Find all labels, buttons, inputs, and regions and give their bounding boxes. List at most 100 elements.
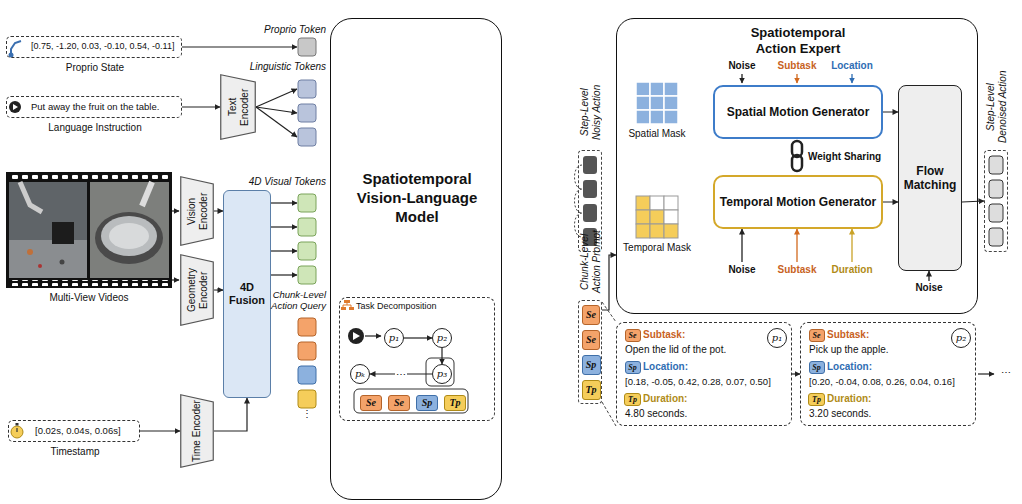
action-column: Step-Level Denoised Action (984, 150, 1008, 252)
edge-label: ⋯ (395, 369, 407, 380)
encoder-trapezoid: Text Encoder (220, 74, 256, 140)
group-outline (354, 389, 468, 413)
token (298, 218, 316, 236)
video-film (90, 182, 169, 278)
generator-box-text: Spatial Motion Generator (727, 105, 870, 119)
state-box-text: Proprio State (7, 62, 183, 74)
spatial-mask (636, 96, 650, 110)
state-box: [0.75, -1.20, 0.03, -0.10, 0.54, -0.11]P… (6, 36, 182, 58)
instruction-box-text: Language Instruction (7, 122, 183, 134)
temporal-mask (664, 224, 678, 238)
prompt-token-text: Se (394, 398, 404, 408)
prompt-detail-box: Subtask:Open the lid of the pot.Location… (616, 322, 792, 426)
input-arrow (796, 229, 797, 262)
timestamp-box-text: Timestamp (9, 446, 141, 458)
prompt-detail-box-text: [0.20, -0.04, 0.08, 0.26, 0.04, 0.16] (809, 376, 955, 387)
decomposition-box: Task Decompositionp₁p₂p₃pₖSeSeSpTp (339, 297, 495, 421)
generator-box-text: Temporal Motion Generator (720, 195, 876, 209)
prompt-token-text: Sp (422, 398, 433, 408)
spatial-mask (664, 96, 678, 110)
arrow-connector (182, 106, 220, 107)
arrow-connector (962, 200, 984, 202)
token (989, 156, 1003, 174)
annotation-label: Multi-View Videos (4, 292, 174, 304)
instruction-box: Put away the fruit on the table.Language… (6, 96, 182, 118)
action-column: Chunk-Level Action PromptSeSeSpTp (578, 300, 602, 404)
subtask-circle-text: p₂ (956, 333, 966, 343)
prompt-icon: Tp (808, 393, 825, 406)
connector-line (172, 279, 179, 280)
connector-line (268, 226, 297, 227)
spatial-mask (636, 82, 678, 124)
video-film (20, 182, 42, 212)
token (298, 242, 316, 260)
subtask-circle-text: p₁ (772, 333, 782, 343)
spatial-mask (650, 96, 664, 110)
prompt-detail-box-text: Location: (827, 361, 872, 373)
annotation-label: ⋮ (297, 408, 317, 420)
annotation-label: Proprio Token (216, 24, 326, 36)
connector-line (256, 107, 297, 137)
continuation-arrow (978, 373, 994, 374)
prompt-token: Se (582, 330, 600, 350)
arrow-connector (792, 373, 800, 374)
annotation-label: Duration (824, 264, 880, 276)
video-film (8, 174, 170, 180)
arrow-connector (404, 337, 432, 338)
prompt-detail-box-text: 4.80 seconds. (625, 408, 687, 420)
subtask-circle-text: pₖ (355, 369, 365, 379)
trapezoid-outline (181, 395, 214, 468)
arrow-connector (214, 398, 247, 431)
prompt-token: Se (360, 395, 382, 411)
video-film (8, 280, 170, 286)
prompt-detail-box-text: Subtask: (643, 329, 685, 341)
hierarchy-icon (343, 303, 351, 307)
arrow-connector (883, 201, 898, 202)
token (298, 366, 316, 384)
timestamp-box: [0.02s, 0.04s, 0.06s]Timestamp (8, 420, 140, 442)
robot-arm-icon (11, 41, 21, 55)
connector-line (268, 274, 297, 275)
prompt-detail-box-text: [0.18, -0.05, 0.42, 0.28, 0.07, 0.50] (625, 376, 771, 387)
token (583, 204, 597, 222)
temporal-mask (650, 210, 664, 224)
spatial-mask (650, 110, 664, 124)
token (298, 194, 316, 212)
prompt-detail-box-text: 3.20 seconds. (809, 408, 871, 420)
subtask-circle: p₂ (432, 328, 452, 348)
input-arrow (928, 271, 929, 281)
input-arrow (741, 74, 742, 83)
temporal-mask (664, 196, 678, 210)
model-box: Spatiotemporal Vision-Language ModelTask… (330, 18, 502, 500)
connector-line (256, 89, 297, 107)
annotation-label: Weight Sharing (808, 151, 898, 163)
prompt-detail-box-text: Duration: (827, 393, 871, 405)
prompt-icon-text: Tp (812, 396, 821, 404)
prompt-detail-box-text: Subtask: (827, 329, 869, 341)
hierarchy-icon (341, 307, 346, 310)
subtask-circle: p₂ (951, 328, 971, 348)
connector-line (268, 202, 297, 203)
token (583, 156, 597, 174)
prompt-icon-text: Se (629, 332, 637, 340)
encoder-trapezoid-text: Time Encoder (191, 400, 203, 462)
encoder-trapezoid-text: Geometry Encoder (186, 259, 209, 321)
instruction-icon (348, 328, 381, 344)
prompt-icon-text: Sp (812, 364, 820, 372)
annotation-label: Location (824, 60, 880, 72)
temporal-mask (636, 224, 650, 238)
instruction-icon (13, 104, 18, 110)
token (298, 128, 316, 146)
spatial-mask (636, 82, 650, 96)
prompt-detail-box-text: Duration: (643, 393, 687, 405)
arrow-connector (602, 255, 616, 310)
token (298, 318, 316, 336)
annotation-label: Spatial Mask (617, 128, 697, 140)
flow-box-text: Flow Matching (899, 164, 961, 193)
prompt-token-text: Se (366, 398, 376, 408)
prompt-icon-text: Sp (628, 364, 636, 372)
instruction-icon (9, 101, 21, 113)
annotation-label: Noise (717, 264, 767, 276)
group-outline (354, 358, 468, 413)
